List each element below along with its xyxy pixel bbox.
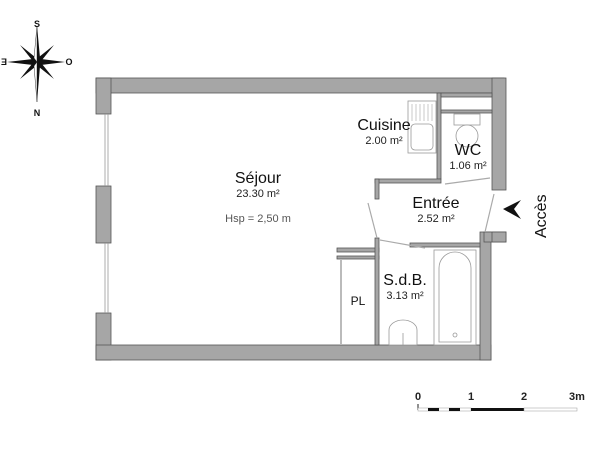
doors bbox=[367, 177, 495, 249]
bathroom-sink-icon bbox=[388, 319, 418, 346]
bathtub-icon bbox=[433, 249, 477, 346]
compass-rose-icon bbox=[7, 25, 65, 103]
compass-east-label: E bbox=[0, 57, 8, 67]
room-area: 3.13 m² bbox=[386, 290, 424, 302]
kitchen-sink-icon bbox=[407, 100, 437, 154]
scale-tick-2: 2 bbox=[520, 391, 528, 403]
room-wc: WC 1.06 m² bbox=[449, 142, 486, 172]
compass-north-label: N bbox=[33, 108, 41, 118]
room-area: 23.30 m² bbox=[236, 188, 280, 200]
room-cuisine: Cuisine 2.00 m² bbox=[357, 117, 410, 147]
access-label: Accès bbox=[533, 194, 550, 238]
room-placard: PL bbox=[350, 294, 366, 308]
scale-bar bbox=[417, 404, 578, 412]
compass-south-label: S bbox=[33, 19, 41, 29]
access-arrow-icon bbox=[503, 200, 521, 219]
ceiling-height: Hsp = 2,50 m bbox=[225, 213, 291, 225]
room-name: WC bbox=[454, 142, 482, 159]
room-name: S.d.B. bbox=[383, 272, 427, 289]
room-name: Entrée bbox=[412, 195, 460, 212]
room-name: Séjour bbox=[234, 170, 282, 187]
scale-tick-3: 3m bbox=[569, 391, 585, 403]
room-area: 2.52 m² bbox=[417, 213, 455, 225]
interior-walls bbox=[336, 92, 493, 346]
room-area: 2.00 m² bbox=[365, 135, 403, 147]
windows bbox=[104, 114, 109, 313]
scale-tick-0: 0 bbox=[414, 391, 422, 403]
room-name: Cuisine bbox=[357, 117, 411, 134]
room-entree: Entrée 2.52 m² bbox=[412, 195, 459, 225]
scale-tick-1: 1 bbox=[467, 391, 475, 403]
room-sejour: Séjour 23.30 m² bbox=[235, 170, 281, 200]
toilet-icon bbox=[453, 113, 481, 148]
room-area: 1.06 m² bbox=[449, 160, 487, 172]
outer-walls bbox=[95, 77, 507, 361]
compass-west-label: O bbox=[65, 57, 73, 67]
room-sdb: S.d.B. 3.13 m² bbox=[383, 272, 427, 302]
